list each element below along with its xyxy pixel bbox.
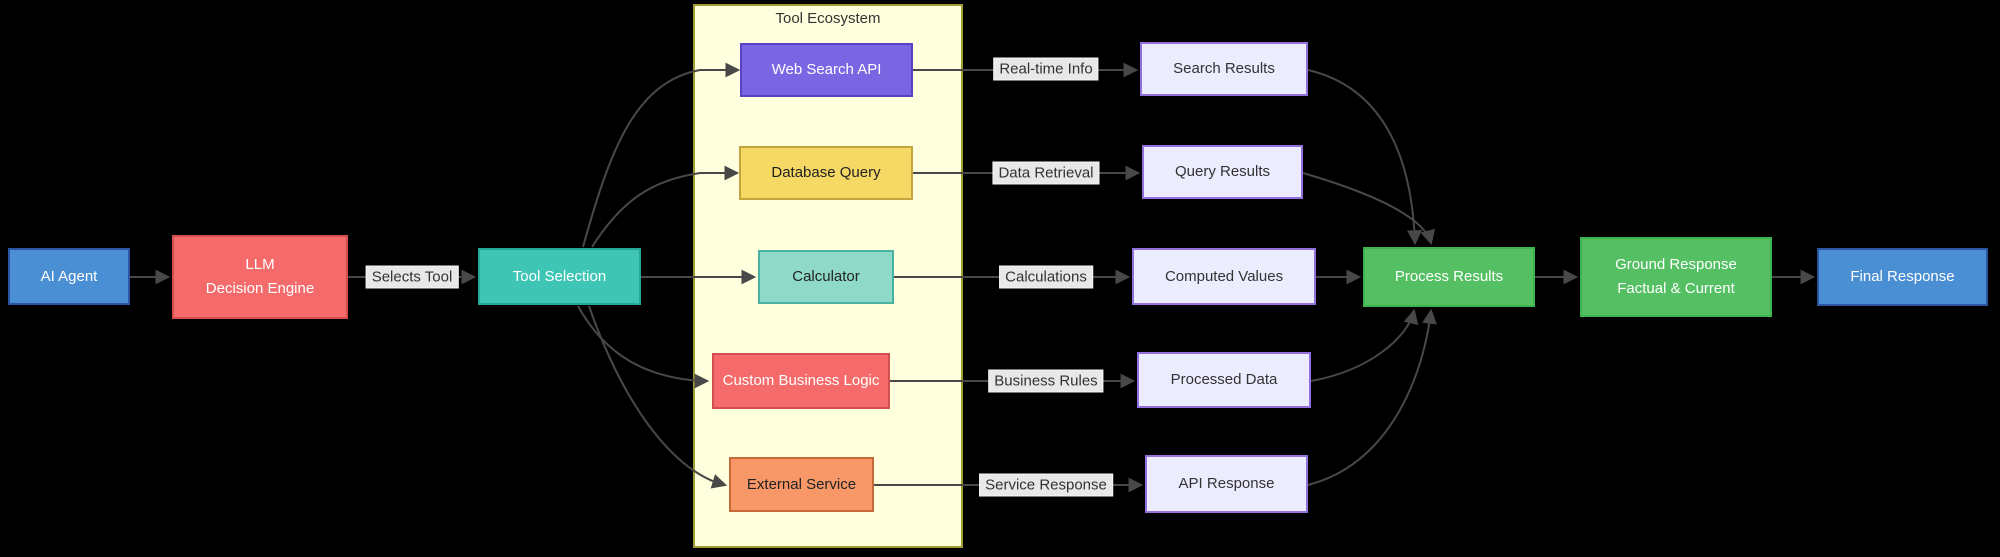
node-final-response: Final Response xyxy=(1817,248,1988,306)
node-process-results-label: Process Results xyxy=(1394,268,1504,285)
node-api-response: API Response xyxy=(1145,455,1308,513)
edge-tool-selection-to-external-service xyxy=(588,305,728,489)
subgraph-tool-ecosystem-title: Tool Ecosystem xyxy=(775,10,881,27)
edge-label-calculations: Calculations xyxy=(999,265,1093,289)
node-external-service: External Service xyxy=(729,457,874,512)
node-tool-selection: Tool Selection xyxy=(478,248,641,305)
edge-label-business-rules: Business Rules xyxy=(988,369,1104,393)
node-query-results: Query Results xyxy=(1142,145,1303,199)
node-database-query-label: Database Query xyxy=(771,164,881,181)
edge-search-results-to-process-results xyxy=(1307,69,1423,246)
node-search-results-label: Search Results xyxy=(1173,60,1275,77)
edge-tool-selection-to-web-search xyxy=(582,62,741,248)
edge-query-results-to-process-results xyxy=(1302,172,1436,246)
node-custom-business-logic-label: Custom Business Logic xyxy=(722,372,880,389)
node-process-results: Process Results xyxy=(1363,247,1535,307)
edge-label-service-response: Service Response xyxy=(979,473,1113,497)
node-web-search-api-label: Web Search API xyxy=(771,61,882,78)
node-computed-values-label: Computed Values xyxy=(1164,267,1284,285)
node-ground-response: Ground Response Factual & Current xyxy=(1580,237,1772,317)
node-calculator: Calculator xyxy=(758,250,894,304)
node-llm-decision-engine: LLM Decision Engine xyxy=(172,235,348,319)
node-search-results: Search Results xyxy=(1140,42,1308,96)
node-tool-selection-label: Tool Selection xyxy=(512,267,607,285)
node-ground-response-label-line2: Factual & Current xyxy=(1617,280,1735,297)
edge-api-response-to-process-results xyxy=(1307,308,1437,486)
node-ai-agent-label: AI Agent xyxy=(40,267,98,285)
node-custom-business-logic: Custom Business Logic xyxy=(712,353,890,409)
edge-label-selects-tool: Selects Tool xyxy=(365,265,459,289)
node-llm-label-line2: Decision Engine xyxy=(205,280,315,297)
edge-tool-selection-to-custom-logic xyxy=(577,305,710,389)
edge-label-data-retrieval: Data Retrieval xyxy=(992,161,1100,185)
node-ai-agent: AI Agent xyxy=(8,248,130,305)
node-computed-values: Computed Values xyxy=(1132,248,1316,305)
node-database-query: Database Query xyxy=(739,146,913,200)
node-llm-label-line1: LLM xyxy=(245,256,275,273)
node-processed-data-label: Processed Data xyxy=(1170,371,1278,388)
node-query-results-label: Query Results xyxy=(1174,163,1271,180)
edge-label-real-time-info: Real-time Info xyxy=(993,57,1099,81)
node-processed-data: Processed Data xyxy=(1137,352,1311,408)
node-calculator-label: Calculator xyxy=(792,268,860,285)
edge-tool-selection-to-database-query xyxy=(591,165,740,248)
node-external-service-label: External Service xyxy=(746,475,857,493)
node-web-search-api: Web Search API xyxy=(740,43,913,97)
node-api-response-label: API Response xyxy=(1178,475,1275,492)
node-ground-response-label-line1: Ground Response xyxy=(1615,256,1737,273)
edge-processed-data-to-process-results xyxy=(1310,308,1419,382)
node-final-response-label: Final Response xyxy=(1850,268,1955,285)
